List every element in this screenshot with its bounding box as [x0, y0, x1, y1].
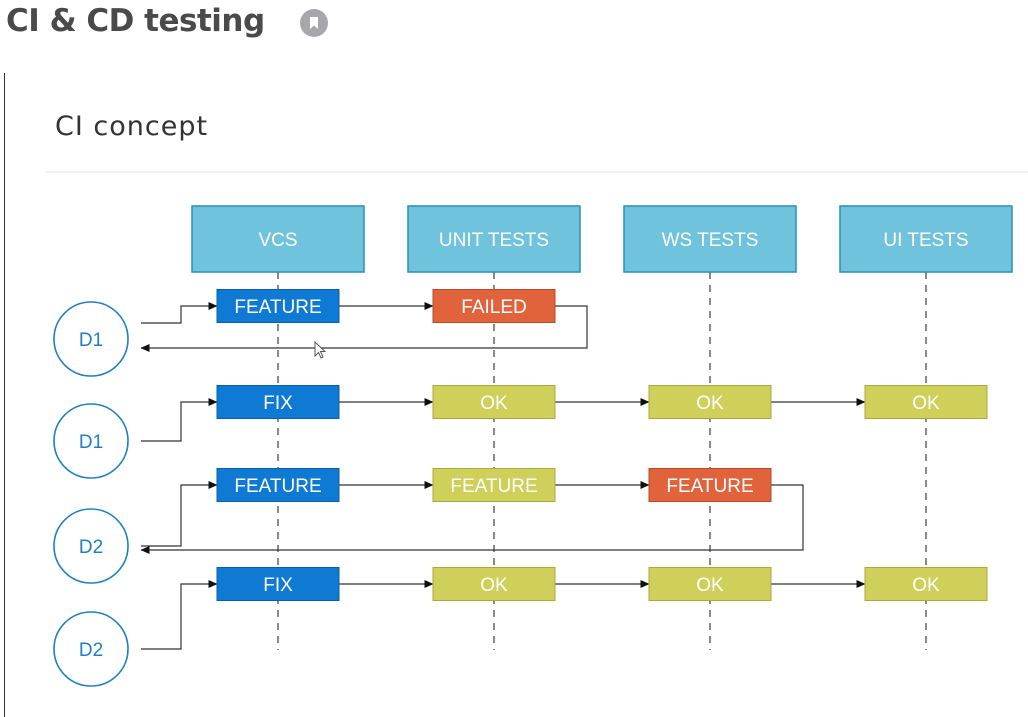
column-header-label: UI TESTS: [883, 230, 968, 251]
step-label: FIX: [263, 393, 293, 414]
bookmark-icon: [310, 17, 318, 29]
column-header-label: UNIT TESTS: [439, 230, 549, 251]
developer-label: D1: [79, 432, 103, 453]
step-failed-box: FEATURE: [648, 468, 772, 502]
step-label: FIX: [263, 575, 293, 596]
connector-arrow: [141, 481, 218, 547]
connector-arrow: [141, 398, 218, 442]
return-arrow: [140, 484, 804, 554]
developer-d1: D1: [53, 403, 129, 479]
step-ok-box: OK: [432, 567, 556, 601]
column-header-ui-tests: UI TESTS: [839, 205, 1013, 273]
step-label: OK: [912, 393, 940, 414]
step-label: FEATURE: [234, 476, 321, 497]
column-header-vcs: VCS: [191, 205, 365, 273]
developer-d1: D1: [53, 301, 129, 377]
step-label: FEATURE: [234, 297, 321, 318]
step-ok-box: OK: [432, 385, 556, 419]
bookmark-button[interactable]: [300, 9, 328, 37]
step-ok-box: OK: [648, 385, 772, 419]
step-label: FAILED: [461, 297, 526, 318]
column-header-unit-tests: UNIT TESTS: [407, 205, 581, 273]
column-header-ws-tests: WS TESTS: [623, 205, 797, 273]
step-vcs-box: FIX: [216, 385, 340, 419]
step-label: OK: [480, 393, 508, 414]
return-arrow: [140, 305, 588, 352]
mouse-cursor-icon: [314, 340, 327, 359]
slide-divider: [46, 171, 1028, 173]
slide-border: [4, 73, 5, 717]
step-label: FEATURE: [666, 476, 753, 497]
step-vcs-box: FEATURE: [216, 468, 340, 502]
step-label: OK: [912, 575, 940, 596]
developer-label: D1: [79, 330, 103, 351]
step-ok-box: FEATURE: [432, 468, 556, 502]
slide-heading: CI concept: [55, 111, 209, 142]
step-vcs-box: FEATURE: [216, 289, 340, 323]
step-label: OK: [696, 575, 724, 596]
developer-label: D2: [79, 537, 103, 558]
developer-label: D2: [79, 640, 103, 661]
connector-arrow: [141, 302, 218, 324]
step-ok-box: OK: [864, 385, 988, 419]
developer-d2: D2: [53, 508, 129, 584]
step-ok-box: OK: [648, 567, 772, 601]
step-ok-box: OK: [864, 567, 988, 601]
developer-d2: D2: [53, 611, 129, 687]
step-failed-box: FAILED: [432, 289, 556, 323]
column-header-label: WS TESTS: [662, 230, 759, 251]
page-title: CI & CD testing: [6, 3, 265, 39]
step-label: FEATURE: [450, 476, 537, 497]
step-label: OK: [480, 575, 508, 596]
step-label: OK: [696, 393, 724, 414]
column-header-label: VCS: [258, 230, 297, 251]
connector-arrow: [141, 580, 218, 650]
step-vcs-box: FIX: [216, 567, 340, 601]
